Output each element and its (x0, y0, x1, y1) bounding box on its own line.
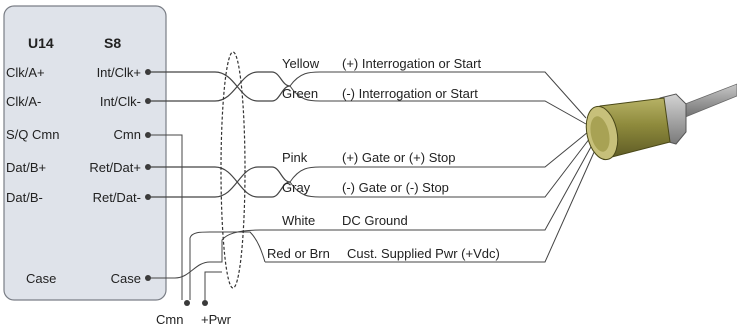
row-label-left-clk-a-minus: Clk/A- (6, 94, 41, 109)
wire-signal-white: DC Ground (342, 213, 408, 228)
row-label-right-ret-dat-minus: Ret/Dat- (93, 190, 141, 205)
sensor-cable (679, 83, 737, 119)
wire-signal-green: (-) Interrogation or Start (342, 86, 478, 101)
row-label-left-case: Case (26, 271, 56, 286)
row-label-right-case: Case (111, 271, 141, 286)
ground-power-loops (148, 134, 266, 300)
row-label-left-sq-cmn: S/Q Cmn (6, 127, 59, 142)
row-label-right-cmn: Cmn (114, 127, 141, 142)
twisted-pair-interrogation (148, 71, 291, 102)
wire-color-green: Green (282, 86, 318, 101)
wire-color-gray: Gray (282, 180, 311, 195)
twisted-pair-gate (148, 166, 291, 198)
bottom-label-cmn: Cmn (156, 312, 183, 327)
row-label-left-dat-b-plus: Dat/B+ (6, 160, 46, 175)
row-label-left-clk-a-plus: Clk/A+ (6, 65, 45, 80)
cmn-terminal-dot (184, 300, 190, 306)
row-label-right-ret-dat-plus: Ret/Dat+ (89, 160, 141, 175)
pwr-terminal-dot (202, 300, 208, 306)
wire-signal-yellow: (+) Interrogation or Start (342, 56, 481, 71)
sensor-wire-runs (260, 71, 596, 263)
wire-color-yellow: Yellow (282, 56, 320, 71)
wire-signal-pink: (+) Gate or (+) Stop (342, 150, 455, 165)
sensor-face-inner (590, 116, 610, 152)
terminal-block (3, 5, 167, 301)
wire-signal-gray: (-) Gate or (-) Stop (342, 180, 449, 195)
header-u14: U14 (28, 35, 54, 51)
wire-color-red-brown: Red or Brn (267, 246, 330, 261)
wire-color-pink: Pink (282, 150, 308, 165)
row-label-right-int-clk-minus: Int/Clk- (100, 94, 141, 109)
cable-shield-ellipse (220, 51, 246, 289)
row-label-right-int-clk-plus: Int/Clk+ (97, 65, 141, 80)
bottom-label-pwr: +Pwr (201, 312, 232, 327)
sensor (585, 83, 737, 161)
wire-color-white: White (282, 213, 315, 228)
wire-signal-red-brown: Cust. Supplied Pwr (+Vdc) (347, 246, 500, 261)
bottom-terminals (184, 300, 208, 306)
row-label-left-dat-b-minus: Dat/B- (6, 190, 43, 205)
header-s8: S8 (104, 35, 121, 51)
